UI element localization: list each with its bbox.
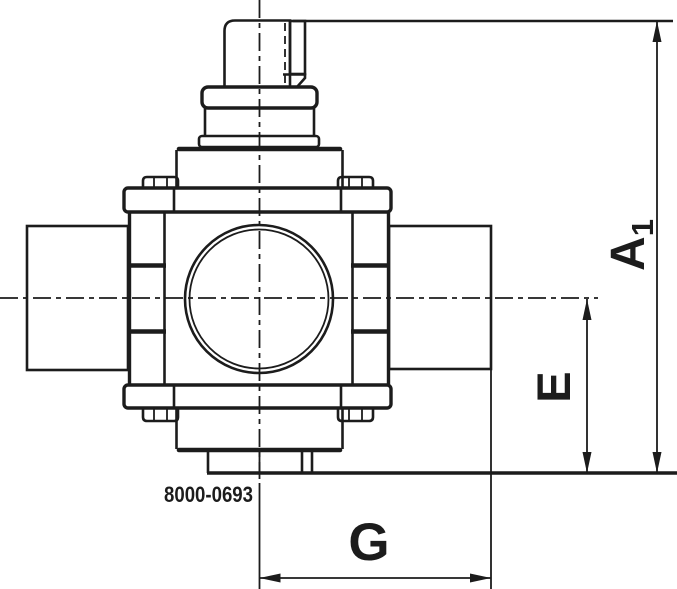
dimension-g: G <box>259 513 491 583</box>
stem-cap-outline <box>223 19 292 87</box>
port-bore-outer-circle <box>183 223 335 375</box>
bolt-head-outline <box>141 175 180 188</box>
top-flange-bar <box>122 186 393 214</box>
dim-e-arrow-down <box>582 452 592 473</box>
dimension-e: E <box>527 299 592 473</box>
dim-e-arrow-up <box>582 299 592 320</box>
top-bolt-right <box>336 175 375 188</box>
dim-g-arrow-right <box>470 573 491 583</box>
valve-body <box>127 212 391 385</box>
bottom-bolt-right <box>336 408 375 423</box>
dim-a1-label: A1 <box>602 219 660 271</box>
valve-bonnet <box>175 85 344 188</box>
top-bolt-left <box>141 175 180 188</box>
dim-g-arrow-left <box>259 573 281 583</box>
stem-side-block <box>288 19 307 76</box>
part-number: 8000-0693 <box>164 482 253 507</box>
bottom-adapter <box>175 408 344 473</box>
top-flange <box>122 175 393 214</box>
dim-a1-arrow-up <box>652 21 662 42</box>
centerlines <box>0 0 598 479</box>
dim-e-label: E <box>527 371 580 402</box>
bolt-head-outline <box>336 175 375 188</box>
valve-stem <box>223 19 307 89</box>
bolt-head-outline <box>141 408 180 423</box>
bonnet-upper <box>200 85 319 110</box>
dim-g-label: G <box>348 513 389 572</box>
extension-lines <box>207 19 677 589</box>
dim-a1-arrow-down <box>652 452 662 473</box>
bolt-head-outline <box>336 408 375 423</box>
stem-side-foot <box>283 73 307 89</box>
bottom-flange <box>122 383 393 423</box>
port-bore-inner-circle <box>188 228 330 370</box>
bottom-bolt-left <box>141 408 180 423</box>
bottom-flange-bar <box>122 383 393 410</box>
dimension-a1: A1 <box>602 21 662 473</box>
